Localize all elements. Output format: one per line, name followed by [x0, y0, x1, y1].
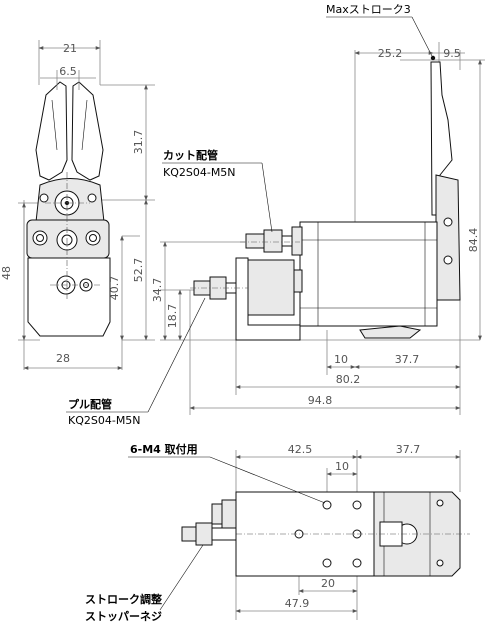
- dim-front-total-height: 52.7: [132, 258, 145, 283]
- front-view: 21 6.5 31.7 52.7 40.7 48 28: [0, 40, 155, 370]
- pull-port-label: プル配管: [68, 397, 112, 411]
- dim-side-80-2: 80.2: [336, 373, 361, 386]
- side-blade-holder: [435, 174, 461, 301]
- mounting-label: 6-M4 取付用: [130, 442, 198, 456]
- dim-front-blade-width: 6.5: [59, 65, 77, 78]
- side-view: Maxストローク3 25.2 9.5: [66, 3, 485, 427]
- left-blade: [35, 81, 68, 181]
- stopper-label-line2: ストッパーネジ: [85, 610, 162, 623]
- dim-side-top-offset: 25.2: [378, 47, 403, 60]
- max-stroke-label: Maxストローク3: [326, 3, 411, 16]
- dim-front-width: 28: [56, 352, 70, 365]
- dim-side-low-height: 18.7: [166, 304, 179, 329]
- dim-top-47-9: 47.9: [285, 597, 310, 610]
- dim-side-10: 10: [334, 353, 348, 366]
- pull-port-part: KQ2S04-M5N: [68, 414, 141, 427]
- dim-front-blade-height: 31.7: [132, 130, 145, 155]
- dim-top-10: 10: [335, 460, 349, 473]
- side-bracket: [235, 257, 301, 341]
- cut-port-part: KQ2S04-M5N: [163, 166, 236, 179]
- right-blade: [71, 81, 104, 181]
- dim-top-42-5: 42.5: [288, 443, 313, 456]
- dim-top-20: 20: [321, 577, 335, 590]
- cut-port-label: カット配管: [163, 148, 218, 162]
- stopper-label-line1: ストローク調整: [85, 592, 162, 606]
- dim-front-height: 48: [0, 266, 13, 280]
- dim-side-94-8: 94.8: [308, 394, 333, 407]
- cut-fitting: [245, 233, 265, 249]
- side-cylinder: [299, 221, 438, 327]
- dim-side-37-7: 37.7: [395, 353, 420, 366]
- dim-side-top-right: 9.5: [443, 47, 461, 60]
- dim-front-body-height: 40.7: [108, 276, 121, 301]
- top-view: 42.5 37.7 10 20: [85, 442, 470, 623]
- front-lower-body: [27, 257, 111, 337]
- dim-side-pull-height: 34.7: [151, 278, 164, 303]
- dim-front-width-top: 21: [63, 42, 77, 55]
- dim-top-37-7: 37.7: [396, 443, 421, 456]
- side-bracket-block: [247, 259, 295, 316]
- dim-side-total-height: 84.4: [467, 228, 480, 253]
